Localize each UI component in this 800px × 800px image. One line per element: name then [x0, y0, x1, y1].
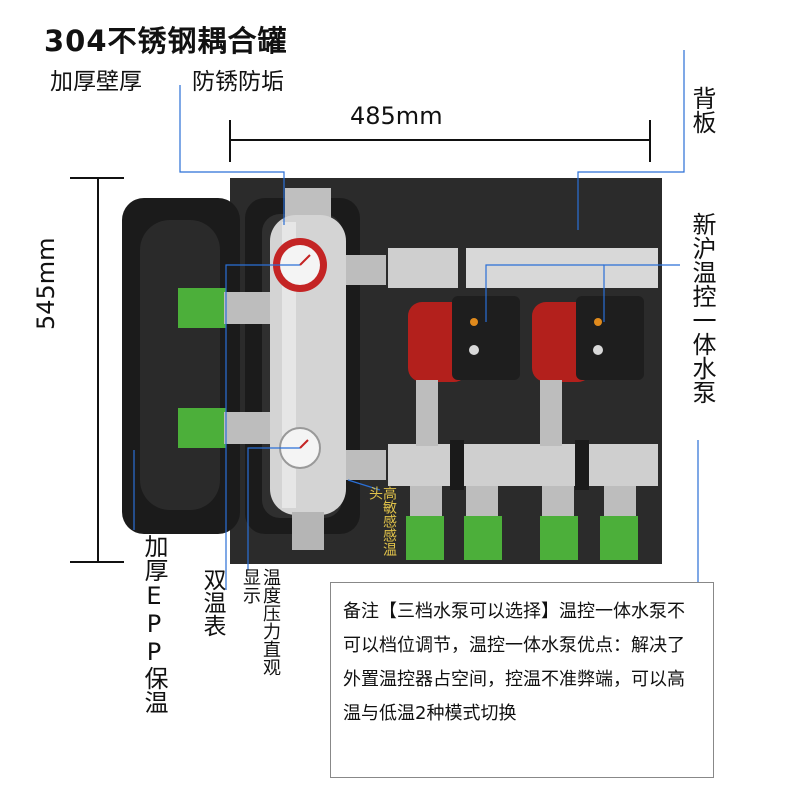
callout-gauge-lower — [247, 447, 300, 570]
subtitle-protection: 防锈防垢 — [192, 69, 284, 95]
manifold-clamp-2 — [575, 440, 589, 490]
back-panel-label: 背板 — [688, 86, 716, 134]
outlet-green-0 — [406, 516, 444, 560]
sensor-label: 高敏感感温头 — [367, 486, 397, 556]
manifold-clamp — [450, 440, 464, 490]
manifold-upper-right — [466, 248, 658, 288]
brass-fitting-upper — [224, 292, 276, 324]
outlet-green-1 — [464, 516, 502, 560]
air-vent — [285, 188, 331, 218]
pump-right-controller — [576, 296, 644, 380]
manifold-upper-left — [388, 248, 458, 288]
outlet-green-3 — [600, 516, 638, 560]
outlet-green-2 — [540, 516, 578, 560]
green-pipe-upper — [178, 288, 226, 328]
pump-left-connector — [416, 380, 438, 446]
pump-label: 新沪温控一体水泵 — [688, 212, 716, 404]
gauge-desc-label: 温度压力直观显示 — [240, 568, 281, 676]
note-box: 备注【三档水泵可以选择】温控一体水泵不可以档位调节，温控一体水泵优点：解决了外置… — [330, 582, 714, 778]
tank-outlet-lower — [346, 450, 386, 480]
callout-tank — [179, 85, 285, 225]
note-text: 备注【三档水泵可以选择】温控一体水泵不可以档位调节，温控一体水泵优点：解决了外置… — [343, 601, 685, 724]
tank-outlet-upper — [346, 255, 386, 285]
callout-sensor — [347, 479, 381, 491]
height-dimension-label: 545mm — [32, 237, 60, 330]
manifold-lower — [388, 444, 658, 486]
page-title: 304不锈钢耦合罐 — [44, 24, 288, 58]
callout-back-panel — [577, 50, 685, 230]
pump-right-connector — [540, 380, 562, 446]
double-gauge-label: 双温表 — [199, 568, 225, 637]
width-dimension-label: 485mm — [350, 102, 443, 130]
brass-fitting-lower — [224, 412, 276, 444]
drain-valve — [292, 512, 324, 550]
subtitle-thickness: 加厚壁厚 — [50, 69, 142, 95]
pump-left-controller — [452, 296, 520, 380]
insulation-label: 加厚EPP保温 — [140, 534, 168, 714]
epp-shell-inner — [140, 220, 220, 510]
green-pipe-lower — [178, 408, 226, 448]
callout-gauge-upper — [225, 264, 300, 590]
callout-pump-left — [485, 264, 604, 322]
